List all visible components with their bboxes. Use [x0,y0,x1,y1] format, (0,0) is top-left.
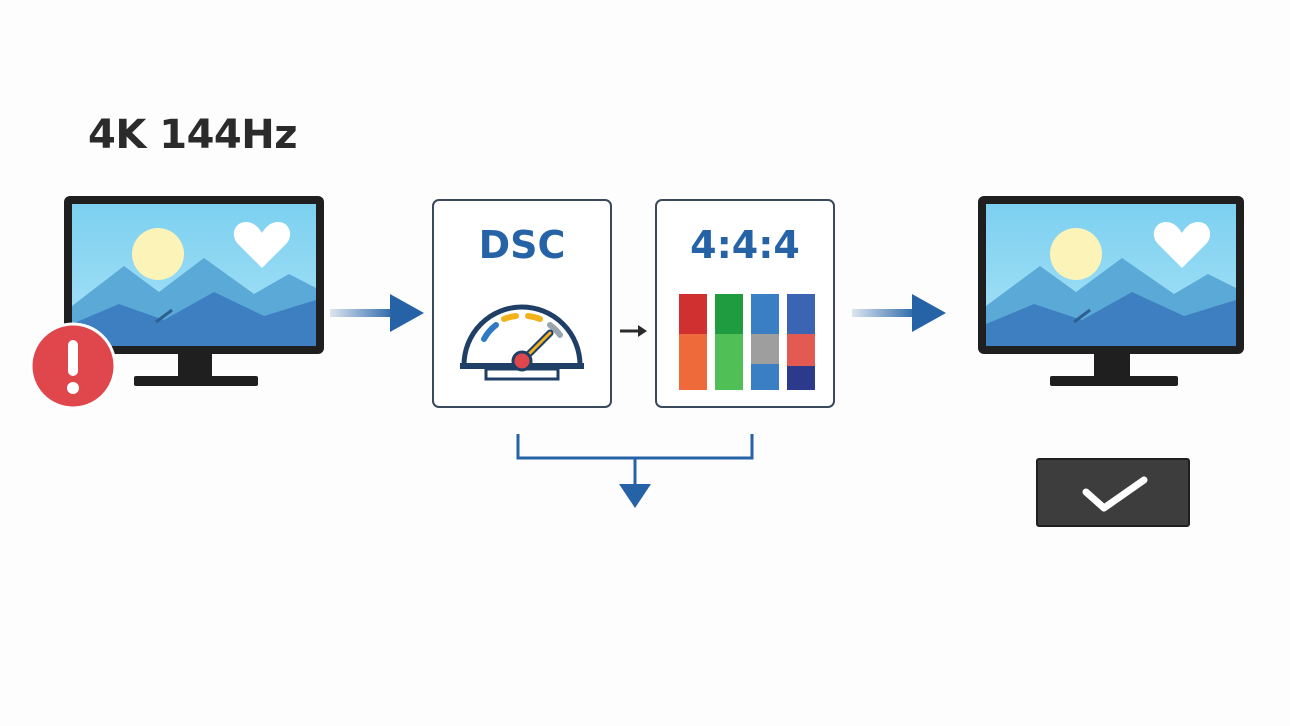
sun-icon [132,228,184,280]
checkmark-icon [1080,474,1150,514]
speedometer-icon [456,299,588,381]
merge-bracket [512,432,758,512]
heart-icon [1153,222,1211,268]
dsc-label: DSC [478,223,566,267]
sun-icon [1050,228,1102,280]
dsc-card: DSC [432,199,612,408]
chroma-label: 4:4:4 [690,223,800,267]
flow-arrow-to-dsc [330,290,426,336]
output-monitor [978,196,1246,392]
confirm-button[interactable] [1036,458,1190,527]
flow-arrow-to-output [852,290,948,336]
color-bars [679,294,815,392]
heart-icon [233,222,291,268]
small-arrow-icon [618,322,650,340]
exclamation-circle-icon [29,322,119,412]
source-monitor [64,196,326,392]
resolution-title: 4K 144Hz [88,112,298,158]
chroma-card: 4:4:4 [655,199,835,408]
